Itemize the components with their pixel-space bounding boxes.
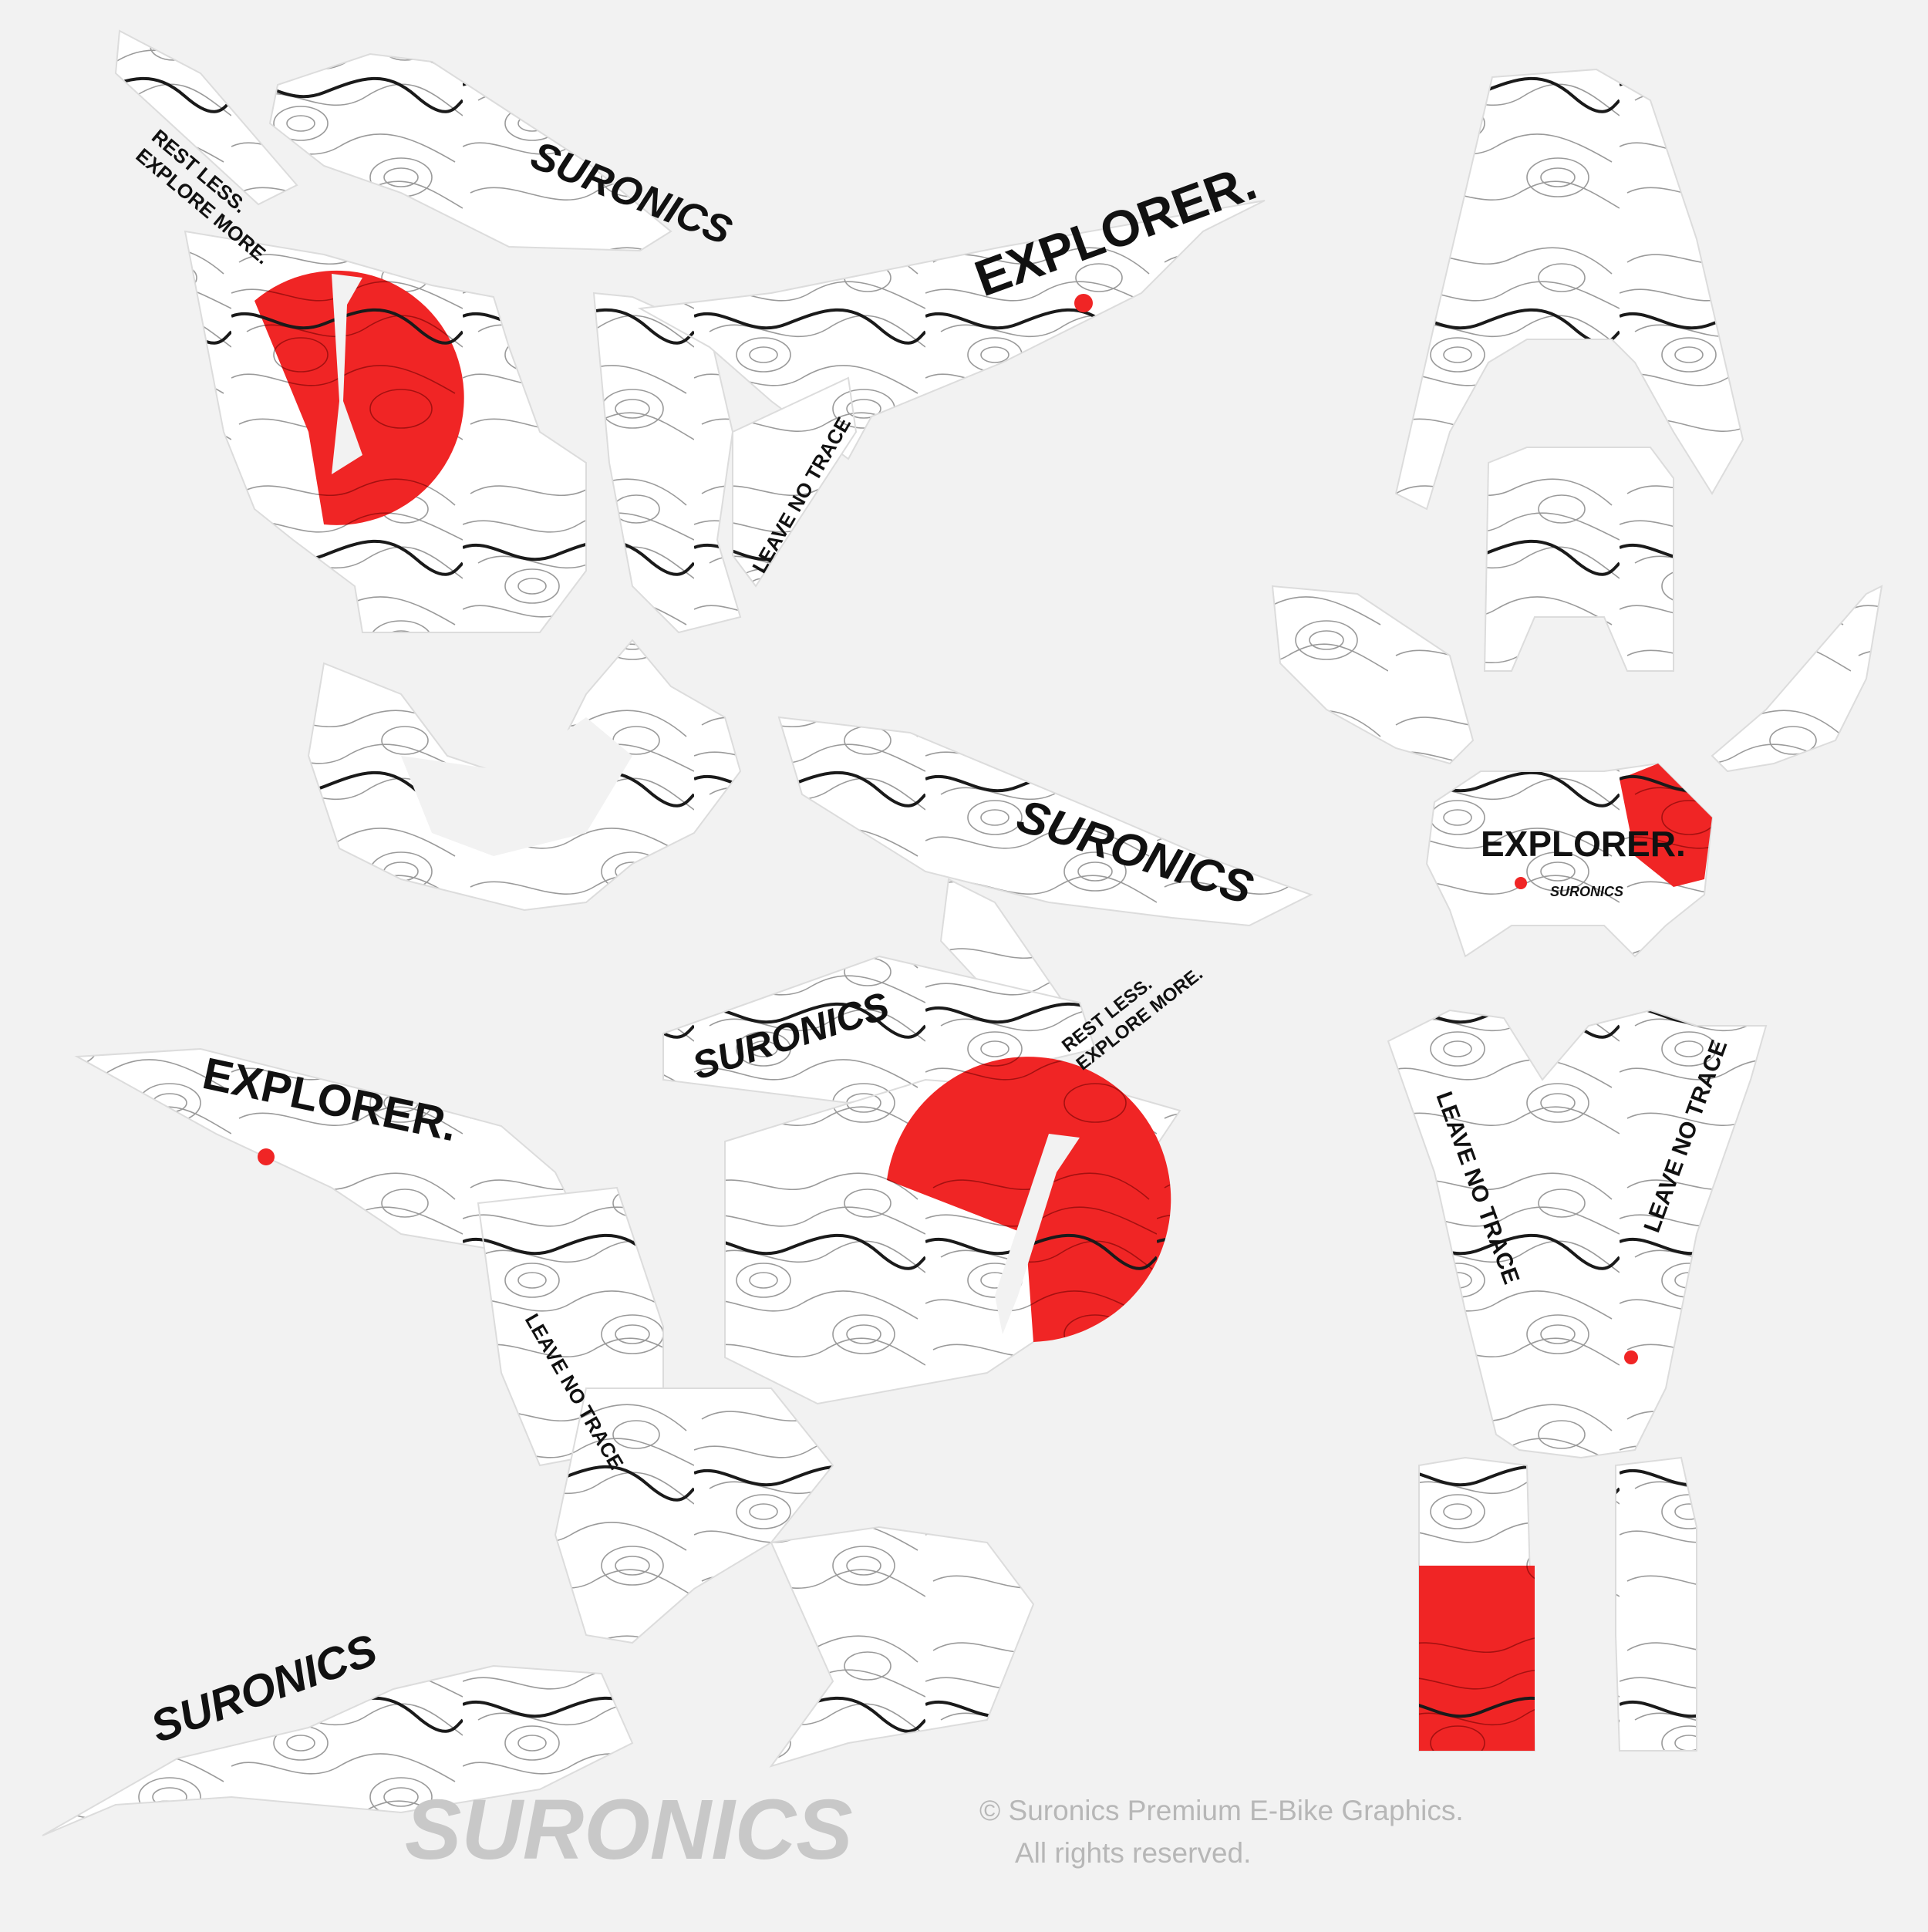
footer-logo-svg: SURONICS bbox=[405, 1782, 853, 1877]
red-dot-marker bbox=[1074, 294, 1093, 312]
left-fork-guard-decal bbox=[1271, 585, 1475, 765]
side-panel-set-top bbox=[114, 29, 1313, 927]
rear-plate-decal bbox=[1483, 447, 1674, 672]
copyright-line1: © Suronics Premium E-Bike Graphics. bbox=[979, 1795, 1464, 1826]
red-dot-marker-bottom bbox=[258, 1148, 275, 1165]
footer-logo-text: SURONICS bbox=[405, 1785, 853, 1870]
copyright-line2: All rights reserved. bbox=[1015, 1837, 1252, 1869]
rear-fender-decal bbox=[1387, 1009, 1768, 1459]
explorer-text-plate: EXPLORER. bbox=[1481, 824, 1686, 864]
chain-guard-decal-white bbox=[1615, 1456, 1697, 1752]
footer-logo: SURONICS bbox=[405, 1782, 945, 1877]
red-dot-fender bbox=[1624, 1350, 1638, 1364]
right-column-parts: EXPLORER. SURONICS LEAVE NO TRACE LEAVE … bbox=[1271, 68, 1883, 1752]
front-fender-decal bbox=[1394, 68, 1744, 511]
copyright-notice: © Suronics Premium E-Bike Graphics. All … bbox=[979, 1789, 1464, 1874]
red-dot-plate bbox=[1515, 877, 1527, 889]
brand-text-plate: SURONICS bbox=[1550, 884, 1623, 899]
right-fork-guard-decal bbox=[1711, 585, 1883, 773]
side-panel-set-bottom bbox=[42, 878, 1181, 1836]
